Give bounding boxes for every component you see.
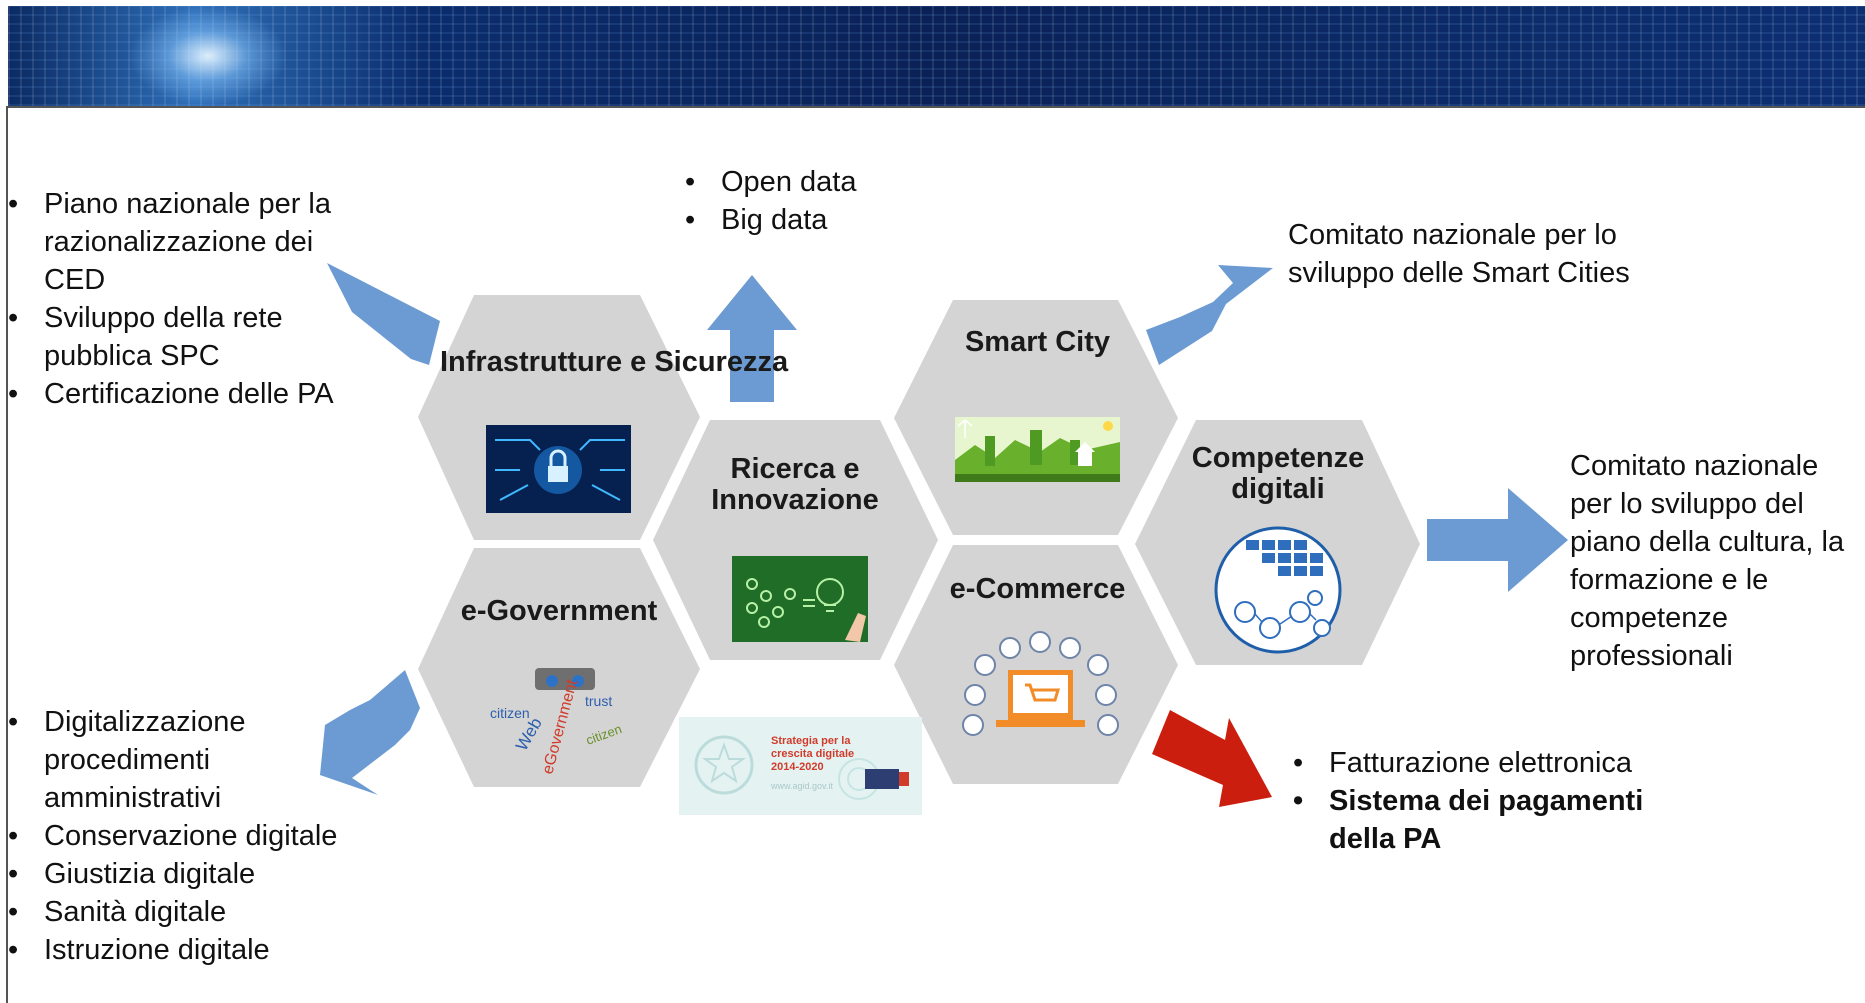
chalkboard-lightbulb-icon [732,556,868,642]
agid-cover-title: Strategia per la crescita digitale 2014-… [771,735,855,773]
hexagon-title-ricerca: Ricerca e Innovazione [711,453,879,516]
egovernment-outcomes-list: Digitalizzazione procedimenti amministra… [4,703,404,969]
hexagon-title-ecommerce: e-Commerce [949,573,1126,605]
circuit-lock-icon [486,425,631,513]
shopping-cart-screen-icon [962,631,1119,736]
arrow-to-egovernment-outcomes [320,670,420,795]
ecommerce-outcomes-list: Fatturazione elettronica Sistema dei pag… [1289,744,1709,858]
ricerca-outcomes-list: Open data Big data [681,163,981,239]
list-item: Big data [681,201,981,239]
list-item: Sanità digitale [4,893,404,931]
competenze-outcome: Comitato nazionale per lo sviluppo del p… [1570,450,1845,672]
svg-text:citizen: citizen [490,705,530,721]
arrow-right-competenze [1427,488,1568,592]
arrow-to-smart-city-outcomes [1146,265,1273,365]
arrow-up-ricerca [707,275,797,402]
hexagon-title-competenze: Competenze digitali [1191,442,1365,505]
green-city-icon [955,417,1120,482]
list-item: Giustizia digitale [4,855,404,893]
network-people-icon [1214,526,1342,654]
list-item: Piano nazionale per la razionalizzazione… [4,185,374,299]
header-banner [8,6,1865,106]
smart-city-outcome: Comitato nazionale per lo sviluppo delle… [1288,219,1630,289]
hexagon-title-egovernment: e-Government [460,595,658,627]
agid-cover-url: www.agid.gov.it [771,781,833,791]
svg-text:trust: trust [585,693,612,709]
list-item: Certificazione delle PA [4,375,374,413]
list-item: Sviluppo della rete pubblica SPC [4,299,374,375]
hexagon-egovernment [418,548,700,787]
banner-glow [128,6,288,106]
hexagon-title-smart-city: Smart City [964,326,1111,358]
agid-emblem-icon [694,735,909,800]
list-item: Fatturazione elettronica [1289,744,1709,782]
list-item: Open data [681,163,981,201]
arrow-to-ecommerce-outcomes [1152,710,1272,807]
list-item: Istruzione digitale [4,931,404,969]
hexagon-title-infrastrutture: Infrastrutture e Sicurezza [440,346,789,378]
list-item: Digitalizzazione procedimenti amministra… [4,703,294,817]
list-item: Sistema dei pagamenti della PA [1289,782,1659,858]
slide-frame [6,106,1865,1003]
infrastrutture-outcomes-list: Piano nazionale per la razionalizzazione… [4,185,374,413]
agid-strategy-cover: Strategia per la crescita digitale 2014-… [679,717,922,815]
list-item: Conservazione digitale [4,817,404,855]
